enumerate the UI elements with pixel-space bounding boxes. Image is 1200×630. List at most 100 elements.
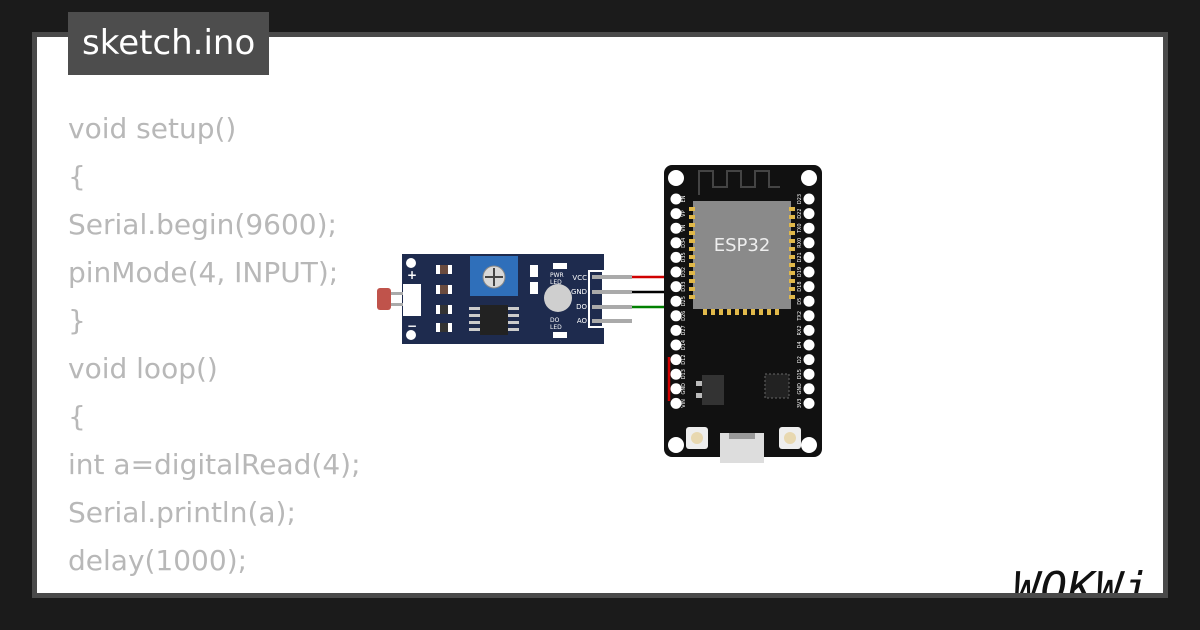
pin-label-vcc: VCC (572, 274, 587, 282)
pin-hole[interactable] (670, 281, 682, 293)
pin-hole[interactable] (803, 222, 815, 234)
code-line: Serial.println(a); (68, 496, 296, 529)
code-line: { (68, 400, 86, 433)
code-line: } (68, 304, 86, 337)
pin-label: D26 (681, 311, 687, 321)
minus-label: − (407, 319, 417, 333)
pin-gnd (592, 290, 632, 294)
pin-label: D15 (797, 369, 803, 379)
comparator-ic (480, 305, 508, 335)
pin-label: GND (797, 383, 803, 395)
pin-label: EN (681, 195, 687, 202)
pin-hole[interactable] (670, 368, 682, 380)
pin-vcc (592, 275, 632, 279)
pin-label: RX2 (797, 325, 803, 335)
pin-label: TX2 (797, 311, 803, 322)
chip-label: ESP32 (714, 235, 771, 256)
pin-label-gnd: GND (571, 288, 587, 296)
pin-hole[interactable] (803, 368, 815, 380)
code-line: delay(1000); (68, 544, 248, 577)
pin-label: D23 (797, 194, 803, 204)
preview-card: void setup() { Serial.begin(9600); pinMode(… (37, 37, 1163, 593)
pin-hole[interactable] (803, 295, 815, 307)
pin-hole[interactable] (670, 208, 682, 220)
pin-label: VIN (681, 399, 687, 408)
pin-label: D21 (797, 252, 803, 262)
code-line: } (68, 585, 361, 593)
pin-label-do: DO (576, 303, 587, 311)
wire-vcc (632, 275, 671, 401)
pin-hole[interactable] (803, 266, 815, 278)
pin-hole[interactable] (670, 354, 682, 366)
pin-hole[interactable] (670, 266, 682, 278)
pin-label: D18 (797, 281, 803, 291)
mount-hole (406, 258, 416, 268)
mount-hole (406, 330, 416, 340)
pin-hole[interactable] (670, 237, 682, 249)
pin-label: D35 (681, 252, 687, 262)
pin-label: TX0 (797, 223, 803, 234)
ldr-header (403, 284, 421, 316)
pin-hole[interactable] (803, 208, 815, 220)
pin-hole[interactable] (670, 383, 682, 395)
wokwi-logo: WOKWi (1013, 563, 1151, 593)
pin-label: VP (681, 210, 687, 216)
pin-label: D12 (681, 354, 687, 364)
esp32-module (693, 201, 791, 309)
pin-hole[interactable] (803, 324, 815, 336)
photoresistor (377, 288, 391, 310)
pin-label: D19 (797, 267, 803, 277)
pin-hole[interactable] (803, 354, 815, 366)
pin-label: D33 (681, 281, 687, 291)
pin-hole[interactable] (670, 193, 682, 205)
pin-hole[interactable] (803, 339, 815, 351)
pin-label: D14 (681, 340, 687, 350)
pin-label: D4 (797, 341, 803, 348)
code-line: void setup() (68, 112, 237, 145)
pin-label: D32 (681, 267, 687, 277)
pin-hole[interactable] (803, 237, 815, 249)
pin-hole[interactable] (670, 295, 682, 307)
file-tab[interactable]: sketch.ino (68, 12, 270, 75)
pin-hole[interactable] (803, 310, 815, 322)
pin-label: VN (681, 224, 687, 231)
pin-hole[interactable] (803, 251, 815, 263)
sensor-pin-labels: VCC GND DO AO (571, 274, 588, 325)
led-dome (544, 284, 572, 312)
pin-hole[interactable] (670, 310, 682, 322)
pin-hole[interactable] (803, 281, 815, 293)
pin-label: D22 (797, 208, 803, 218)
pin-label: D13 (681, 369, 687, 379)
pin-hole[interactable] (670, 324, 682, 336)
pin-hole[interactable] (670, 397, 682, 409)
pin-hole[interactable] (670, 222, 682, 234)
pin-label-ao: AO (577, 317, 588, 325)
pin-label: RX0 (797, 238, 803, 248)
plus-label: + (407, 268, 417, 282)
esp32-board[interactable]: ESP32 ENVPVND34D35D32D33D25D26D27D14D12D… (664, 165, 822, 463)
code-line: int a=digitalRead(4); (68, 448, 361, 481)
pin-label: GND (681, 383, 687, 395)
code-line: { (68, 160, 86, 193)
pin-hole[interactable] (803, 193, 815, 205)
pin-label: D2 (797, 356, 803, 363)
pin-label: D5 (797, 298, 803, 305)
code-listing: void setup() { Serial.begin(9600); pinMode(… (68, 105, 361, 593)
pin-hole[interactable] (803, 397, 815, 409)
code-line: void loop() (68, 352, 218, 385)
pin-label: D34 (681, 238, 687, 248)
pin-label: 3V3 (797, 399, 803, 409)
pin-do (592, 305, 632, 309)
pin-hole[interactable] (803, 383, 815, 395)
pin-ao (592, 319, 632, 323)
pin-label: D25 (681, 296, 687, 306)
pin-label: D27 (681, 325, 687, 335)
pin-hole[interactable] (670, 339, 682, 351)
code-line: Serial.begin(9600); (68, 208, 337, 241)
code-line: pinMode(4, INPUT); (68, 256, 339, 289)
pin-hole[interactable] (670, 251, 682, 263)
